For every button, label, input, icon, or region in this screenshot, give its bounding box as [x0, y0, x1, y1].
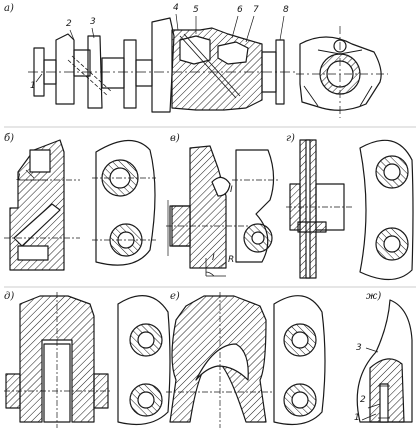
panel-label-v: в)	[170, 133, 180, 144]
callout-a-1: 1	[30, 81, 36, 91]
callout-b-1: 1	[16, 173, 22, 183]
panel-g-bolted-web	[286, 139, 414, 281]
panel-a-crankshaft	[28, 13, 388, 118]
panel-label-e: е)	[170, 291, 180, 302]
callout-a-6: 6	[237, 5, 243, 15]
panel-label-d: д)	[4, 291, 15, 302]
callout-a-7: 7	[253, 5, 259, 15]
callout-v-section-mark-2: I	[212, 253, 215, 263]
panel-label-g: г)	[286, 133, 295, 144]
panel-label-b: б)	[4, 133, 15, 144]
callout-a-4: 4	[173, 3, 179, 13]
callout-a-8: 8	[283, 5, 289, 15]
callout-zh-2: 2	[360, 395, 366, 405]
panel-v-fillet-detail	[166, 145, 280, 277]
callout-a-3: 3	[90, 17, 96, 27]
panel-b-drilled-crank	[4, 139, 156, 271]
callout-zh-1: 1	[354, 413, 360, 423]
callout-a-2: 2	[66, 19, 72, 29]
callout-a-5: 5	[193, 5, 199, 15]
callout-v-radius: R	[228, 255, 235, 265]
panel-d-forked-crank	[4, 292, 171, 428]
panel-label-zh: ж)	[366, 291, 382, 302]
panel-e-shaped-crank	[166, 292, 326, 428]
callout-v-section-mark: I	[230, 185, 233, 195]
panel-label-a: а)	[4, 3, 14, 14]
callout-zh-3: 3	[356, 343, 362, 353]
panel-zh-counterweight	[356, 299, 413, 423]
